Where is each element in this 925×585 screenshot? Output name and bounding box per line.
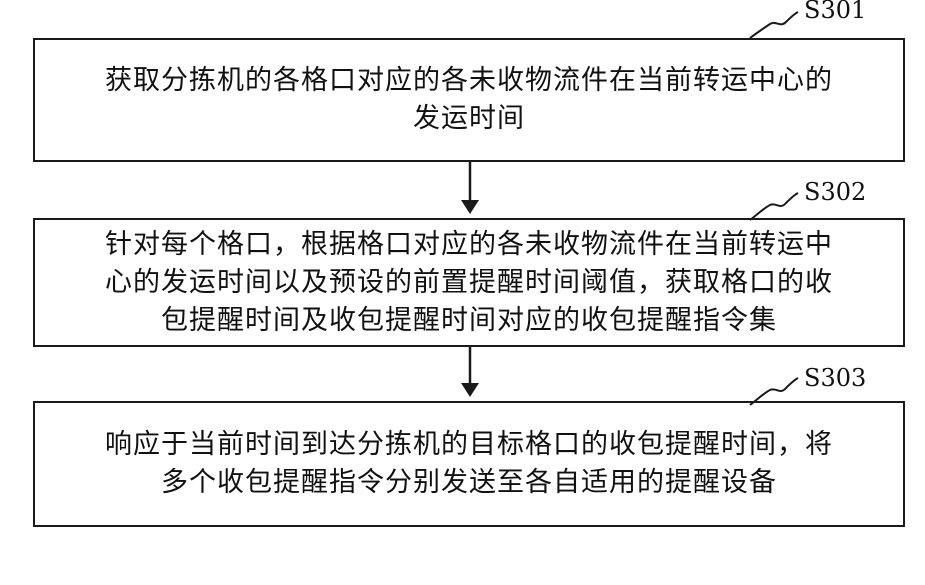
step-text-line: 响应于当前时间到达分拣机的目标格口的收包提醒时间，将 bbox=[49, 426, 889, 464]
step-label-s301: S301 bbox=[804, 0, 866, 22]
step-box-s302: 针对每个格口，根据格口对应的各未收物流件在当前转运中 心的发运时间以及预设的前置… bbox=[33, 218, 905, 347]
arrowhead-s303 bbox=[461, 383, 479, 397]
step-text-line: 获取分拣机的各格口对应的各未收物流件在当前转运中心的 bbox=[49, 62, 889, 100]
step-box-s301: 获取分拣机的各格口对应的各未收物流件在当前转运中心的 发运时间 bbox=[33, 38, 905, 162]
step-text-line: 多个收包提醒指令分别发送至各自适用的提醒设备 bbox=[49, 464, 889, 502]
leader-s302 bbox=[750, 193, 798, 220]
step-label-s303: S303 bbox=[804, 366, 866, 390]
step-box-s303: 响应于当前时间到达分拣机的目标格口的收包提醒时间，将 多个收包提醒指令分别发送至… bbox=[33, 401, 905, 527]
arrowhead-s302 bbox=[461, 200, 479, 214]
step-text-line: 包提醒时间及收包提醒时间对应的收包提醒指令集 bbox=[49, 302, 889, 340]
step-label-s302: S302 bbox=[804, 180, 866, 204]
step-text-line: 针对每个格口，根据格口对应的各未收物流件在当前转运中 bbox=[49, 226, 889, 264]
leader-s301 bbox=[750, 12, 798, 38]
step-text-line: 发运时间 bbox=[49, 100, 889, 138]
step-text-line: 心的发运时间以及预设的前置提醒时间阈值，获取格口的收 bbox=[49, 264, 889, 302]
